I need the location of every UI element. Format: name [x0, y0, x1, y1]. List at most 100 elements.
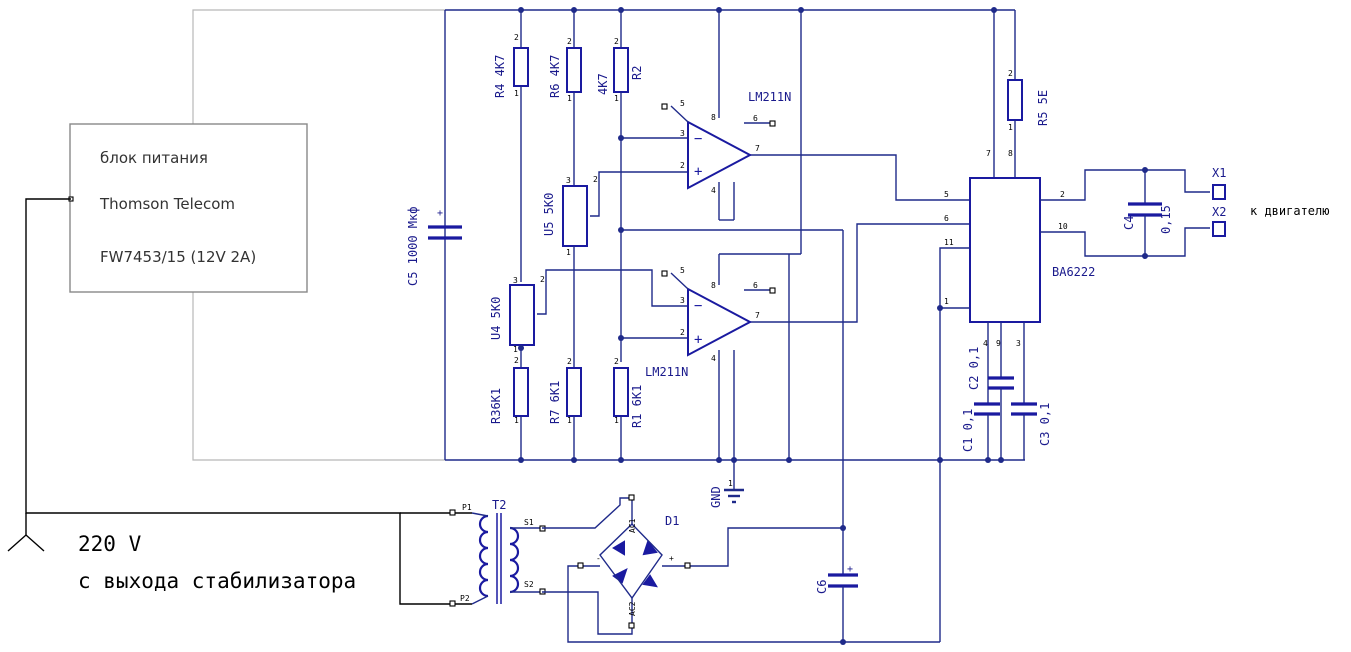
svg-text:S1: S1	[524, 518, 534, 527]
svg-text:8: 8	[711, 113, 716, 122]
svg-text:6: 6	[753, 114, 758, 123]
svg-text:3: 3	[680, 129, 685, 138]
svg-text:1: 1	[944, 297, 949, 306]
d1-label: D1	[665, 514, 679, 528]
resistor-r2: 4K7 R2 2 1	[596, 10, 644, 362]
resistor-r1: R1 6K1 2 1	[613, 357, 644, 460]
svg-text:8: 8	[1008, 149, 1013, 158]
svg-text:R7 6K1: R7 6K1	[548, 381, 562, 424]
comparator-wiring	[621, 10, 970, 575]
junctions	[518, 7, 1148, 645]
resistor-r3: R36K1 2 1	[489, 345, 529, 460]
svg-text:2: 2	[567, 357, 572, 366]
svg-text:7: 7	[755, 311, 760, 320]
supply-label-1: блок питания	[100, 149, 208, 167]
capacitor-c5: + C5 1000 Мкф	[406, 207, 462, 286]
supply-frame	[192, 9, 445, 461]
svg-text:2: 2	[680, 161, 685, 170]
motor-output-label: к двигателю	[1250, 204, 1329, 218]
resistor-r4: R4 4K7 2 1	[493, 10, 529, 282]
svg-text:4: 4	[711, 354, 716, 363]
svg-text:0,15: 0,15	[1159, 205, 1173, 234]
c5-label: C5 1000 Мкф	[406, 207, 420, 286]
svg-text:R36K1: R36K1	[489, 388, 503, 424]
svg-text:+: +	[669, 554, 674, 563]
svg-text:-: -	[596, 554, 601, 563]
svg-text:2: 2	[514, 33, 519, 42]
ground-symbol: GND 1	[709, 479, 744, 508]
svg-text:AC2: AC2	[628, 601, 637, 616]
svg-text:3: 3	[680, 296, 685, 305]
svg-text:P2: P2	[460, 594, 470, 603]
svg-text:S2: S2	[524, 580, 534, 589]
comparator-bottom-label: LM211N	[645, 365, 688, 379]
connector-x2: X2	[1212, 205, 1226, 237]
svg-text:2: 2	[614, 37, 619, 46]
svg-text:R4 4K7: R4 4K7	[493, 55, 507, 98]
svg-text:−: −	[694, 298, 702, 314]
svg-text:4K7: 4K7	[596, 73, 610, 95]
mains-input: 220 V с выхода стабилизатора	[7, 198, 452, 605]
svg-text:AC1: AC1	[628, 518, 637, 533]
svg-text:1: 1	[513, 345, 518, 354]
svg-text:+: +	[694, 332, 702, 348]
svg-text:R5 5E: R5 5E	[1036, 90, 1050, 126]
svg-text:U4 5K0: U4 5K0	[489, 297, 503, 340]
svg-text:10: 10	[1058, 222, 1068, 231]
svg-text:1: 1	[614, 416, 619, 425]
svg-text:7: 7	[755, 144, 760, 153]
svg-text:2: 2	[680, 328, 685, 337]
svg-text:+: +	[694, 164, 702, 180]
svg-text:3: 3	[513, 276, 518, 285]
svg-text:R1 6K1: R1 6K1	[630, 385, 644, 428]
svg-text:C2 0,1: C2 0,1	[967, 347, 981, 390]
ic-label: BA6222	[1052, 265, 1095, 279]
svg-text:2: 2	[593, 175, 598, 184]
comparator-lm211-bottom: − + 5 6 3 2 8 4 7 LM211N	[645, 266, 776, 379]
svg-text:1: 1	[614, 94, 619, 103]
potentiometer-u5: U5 5K0 3 2 1	[542, 171, 688, 362]
comparator-top-label: LM211N	[748, 90, 791, 104]
resistor-r5: R5 5E 2 1 7 8	[986, 10, 1050, 178]
svg-text:1: 1	[567, 94, 572, 103]
resistor-r7: R7 6K1 2 1	[548, 357, 582, 460]
svg-text:P1: P1	[462, 503, 472, 512]
power-supply-block: блок питания Thomson Telecom FW7453/15 (…	[68, 123, 308, 293]
svg-text:2: 2	[567, 37, 572, 46]
svg-text:C3 0,1: C3 0,1	[1038, 403, 1052, 446]
supply-label-2: Thomson Telecom	[99, 195, 235, 213]
capacitor-c4: C4 0,15	[1122, 170, 1173, 256]
svg-text:2: 2	[614, 357, 619, 366]
svg-text:1: 1	[728, 479, 733, 488]
svg-text:X1: X1	[1212, 166, 1226, 180]
supply-label-3: FW7453/15 (12V 2A)	[100, 248, 256, 266]
capacitors-c1-c2-c3: C1 0,1 C2 0,1 C3 0,1	[961, 322, 1052, 460]
comparator-lm211-top: − + 5 6 3 2 8 4 7 LM211N	[661, 90, 791, 195]
svg-text:4: 4	[983, 339, 988, 348]
svg-text:1: 1	[514, 416, 519, 425]
svg-text:X2: X2	[1212, 205, 1226, 219]
svg-text:C1 0,1: C1 0,1	[961, 409, 975, 452]
svg-text:1: 1	[1008, 123, 1013, 132]
mains-note-label: с выхода стабилизатора	[78, 569, 356, 593]
svg-text:1: 1	[566, 248, 571, 257]
svg-text:5: 5	[680, 99, 685, 108]
svg-text:11: 11	[944, 238, 954, 247]
svg-text:C6: C6	[815, 580, 829, 594]
svg-text:R2: R2	[630, 66, 644, 80]
potentiometer-u4: U4 5K0 3 2 1	[489, 269, 688, 354]
power-rails	[444, 9, 1025, 461]
capacitor-c6: C6 +	[815, 564, 858, 642]
svg-text:+: +	[847, 564, 853, 575]
svg-text:2: 2	[540, 275, 545, 284]
resistor-r6: R6 4K7 2 1	[548, 10, 582, 186]
svg-text:9: 9	[996, 339, 1001, 348]
svg-text:2: 2	[1008, 69, 1013, 78]
transformer-t2: P1 P2 S1 S2 T2	[449, 498, 546, 607]
svg-text:6: 6	[944, 214, 949, 223]
mains-voltage-label: 220 V	[78, 532, 142, 556]
svg-text:2: 2	[1060, 190, 1065, 199]
svg-text:4: 4	[711, 186, 716, 195]
svg-text:−: −	[694, 131, 702, 147]
